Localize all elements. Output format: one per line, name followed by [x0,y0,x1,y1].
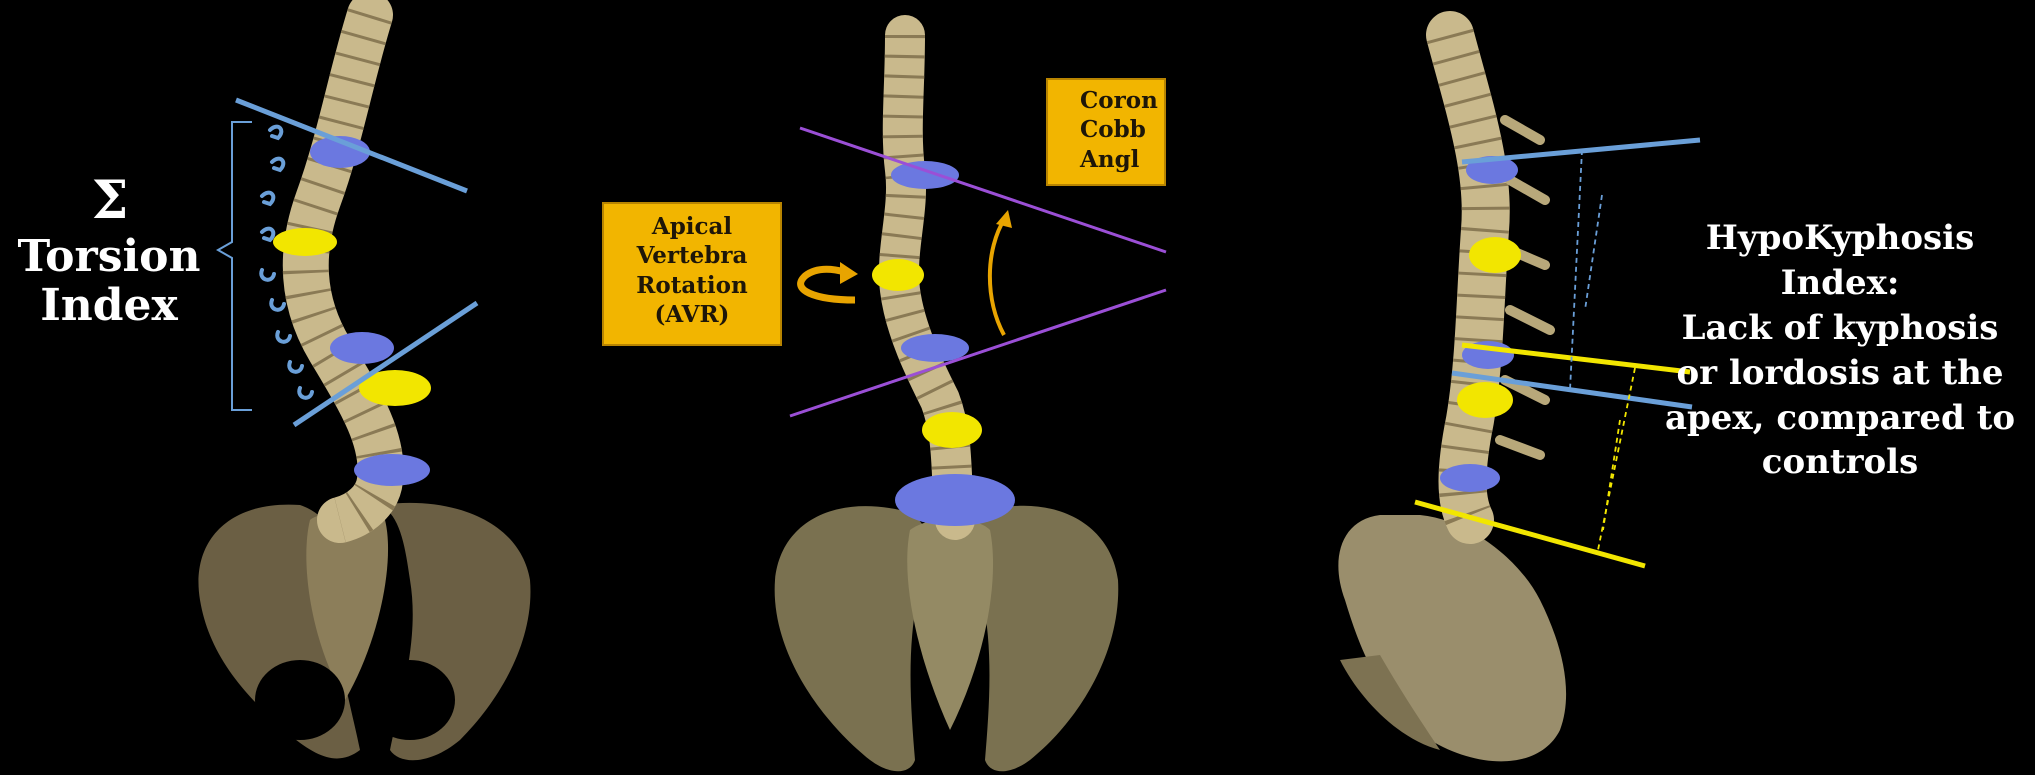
lower-end-vertebra [330,332,394,364]
cobb-lumbar-yellow [922,412,982,448]
hypo-line-1: HypoKyphosis [1660,216,2020,261]
sigma-symbol: Σ [55,172,165,230]
apical-vertebra [273,228,337,256]
torsion-index-label: Torsion Index [0,232,218,331]
hypo-line-4: or lordosis at the [1660,351,2020,396]
cobb-lumbar-blue [895,474,1015,526]
hypokyphosis-label: HypoKyphosis Index: Lack of kyphosis or … [1660,216,2020,485]
avr-line-1: Apical [604,212,780,241]
hypo-line-3: Lack of kyphosis [1660,306,2020,351]
blue-vertebra-lumbar [354,454,430,486]
avr-line-4: (AVR) [604,300,780,329]
hypo-line-2: Index: [1660,261,2020,306]
cobb-lower-vertebra [901,334,969,362]
cobb-upper-vertebra [891,161,959,189]
hypo-line-6: controls [1660,440,2020,485]
avr-line-2: Vertebra [604,241,780,270]
avr-line-3: Rotation [604,271,780,300]
hypo-line-5: apex, compared to [1660,396,2020,441]
cobb-line-1: Coron [1080,86,1164,115]
cobb-label-box: Coron Cobb Angl [1046,78,1166,186]
cobb-line-3: Angl [1080,145,1164,174]
lateral-blue-3 [1440,464,1500,492]
cobb-apical-vertebra [872,259,924,291]
cobb-line-2: Cobb [1080,115,1164,144]
avr-label-box: Apical Vertebra Rotation (AVR) [602,202,782,346]
lateral-yellow-2 [1457,382,1513,418]
lateral-yellow-1 [1469,237,1521,273]
